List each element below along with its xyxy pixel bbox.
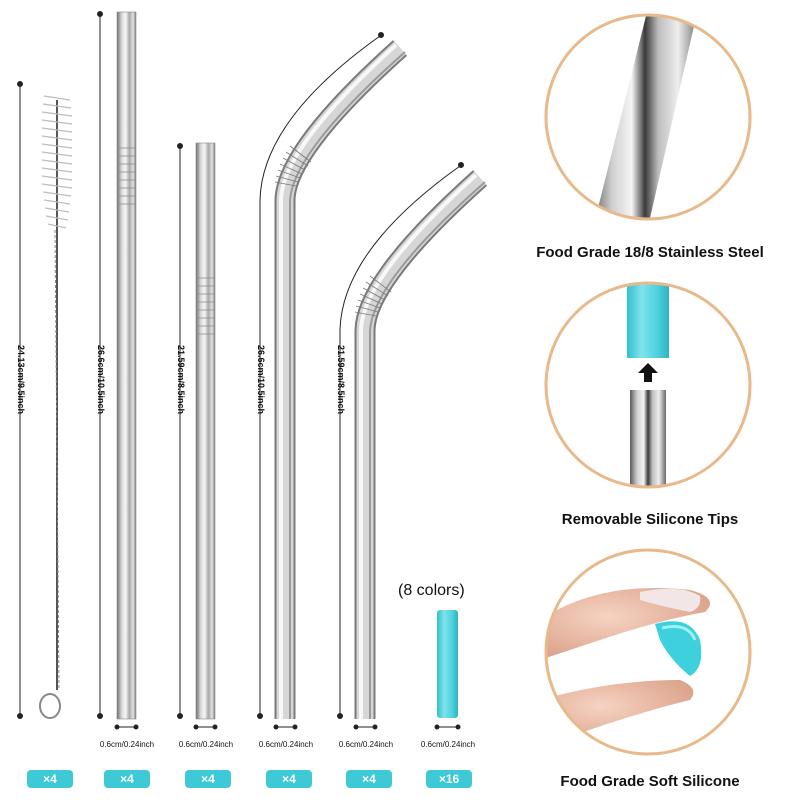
- straight-short-quantity-badge: ×4: [185, 770, 231, 788]
- steel-caption: Food Grade 18/8 Stainless Steel: [536, 244, 764, 261]
- silicone-caption: Food Grade Soft Silicone: [560, 773, 740, 790]
- bent-long-quantity-badge: ×4: [266, 770, 312, 788]
- cleaning-brush: [39, 95, 73, 719]
- bent-short-diameter: 0.6cm/0.24inch: [338, 740, 394, 749]
- silicone-tip: [437, 610, 458, 718]
- finger-closeup-circle: [544, 548, 752, 756]
- tips-closeup-circle: [544, 281, 752, 489]
- brush-quantity-badge: ×4: [27, 770, 73, 788]
- silicone-tip-diameter: 0.6cm/0.24inch: [420, 740, 476, 749]
- straight-short-length-label: 21.59cm/8.5inch: [176, 345, 186, 415]
- steel-closeup-circle: [544, 13, 752, 221]
- tips-caption: Removable Silicone Tips: [561, 511, 739, 528]
- colors-note: (8 colors): [398, 582, 465, 599]
- bent-short-length-label: 21.59cm/8.5inch: [336, 345, 346, 415]
- bent-long-length-label: 26.6cm/10.5inch: [256, 345, 266, 415]
- straight-long-length-label: 26.6cm/10.5inch: [96, 345, 106, 415]
- straight-straw-short: [195, 142, 216, 720]
- straight-long-diameter: 0.6cm/0.24inch: [99, 740, 155, 749]
- bent-short-quantity-badge: ×4: [346, 770, 392, 788]
- straight-straw-long: [116, 11, 137, 720]
- brush-length-label: 24.13cm/9.5inch: [16, 345, 26, 415]
- bent-straw-long: [274, 40, 408, 719]
- straight-short-diameter: 0.6cm/0.24inch: [178, 740, 234, 749]
- silicone-tip-quantity-badge: ×16: [426, 770, 472, 788]
- bent-long-diameter: 0.6cm/0.24inch: [258, 740, 314, 749]
- bent-straw-short: [354, 170, 488, 719]
- straight-long-quantity-badge: ×4: [104, 770, 150, 788]
- dimension-lines: [17, 11, 464, 730]
